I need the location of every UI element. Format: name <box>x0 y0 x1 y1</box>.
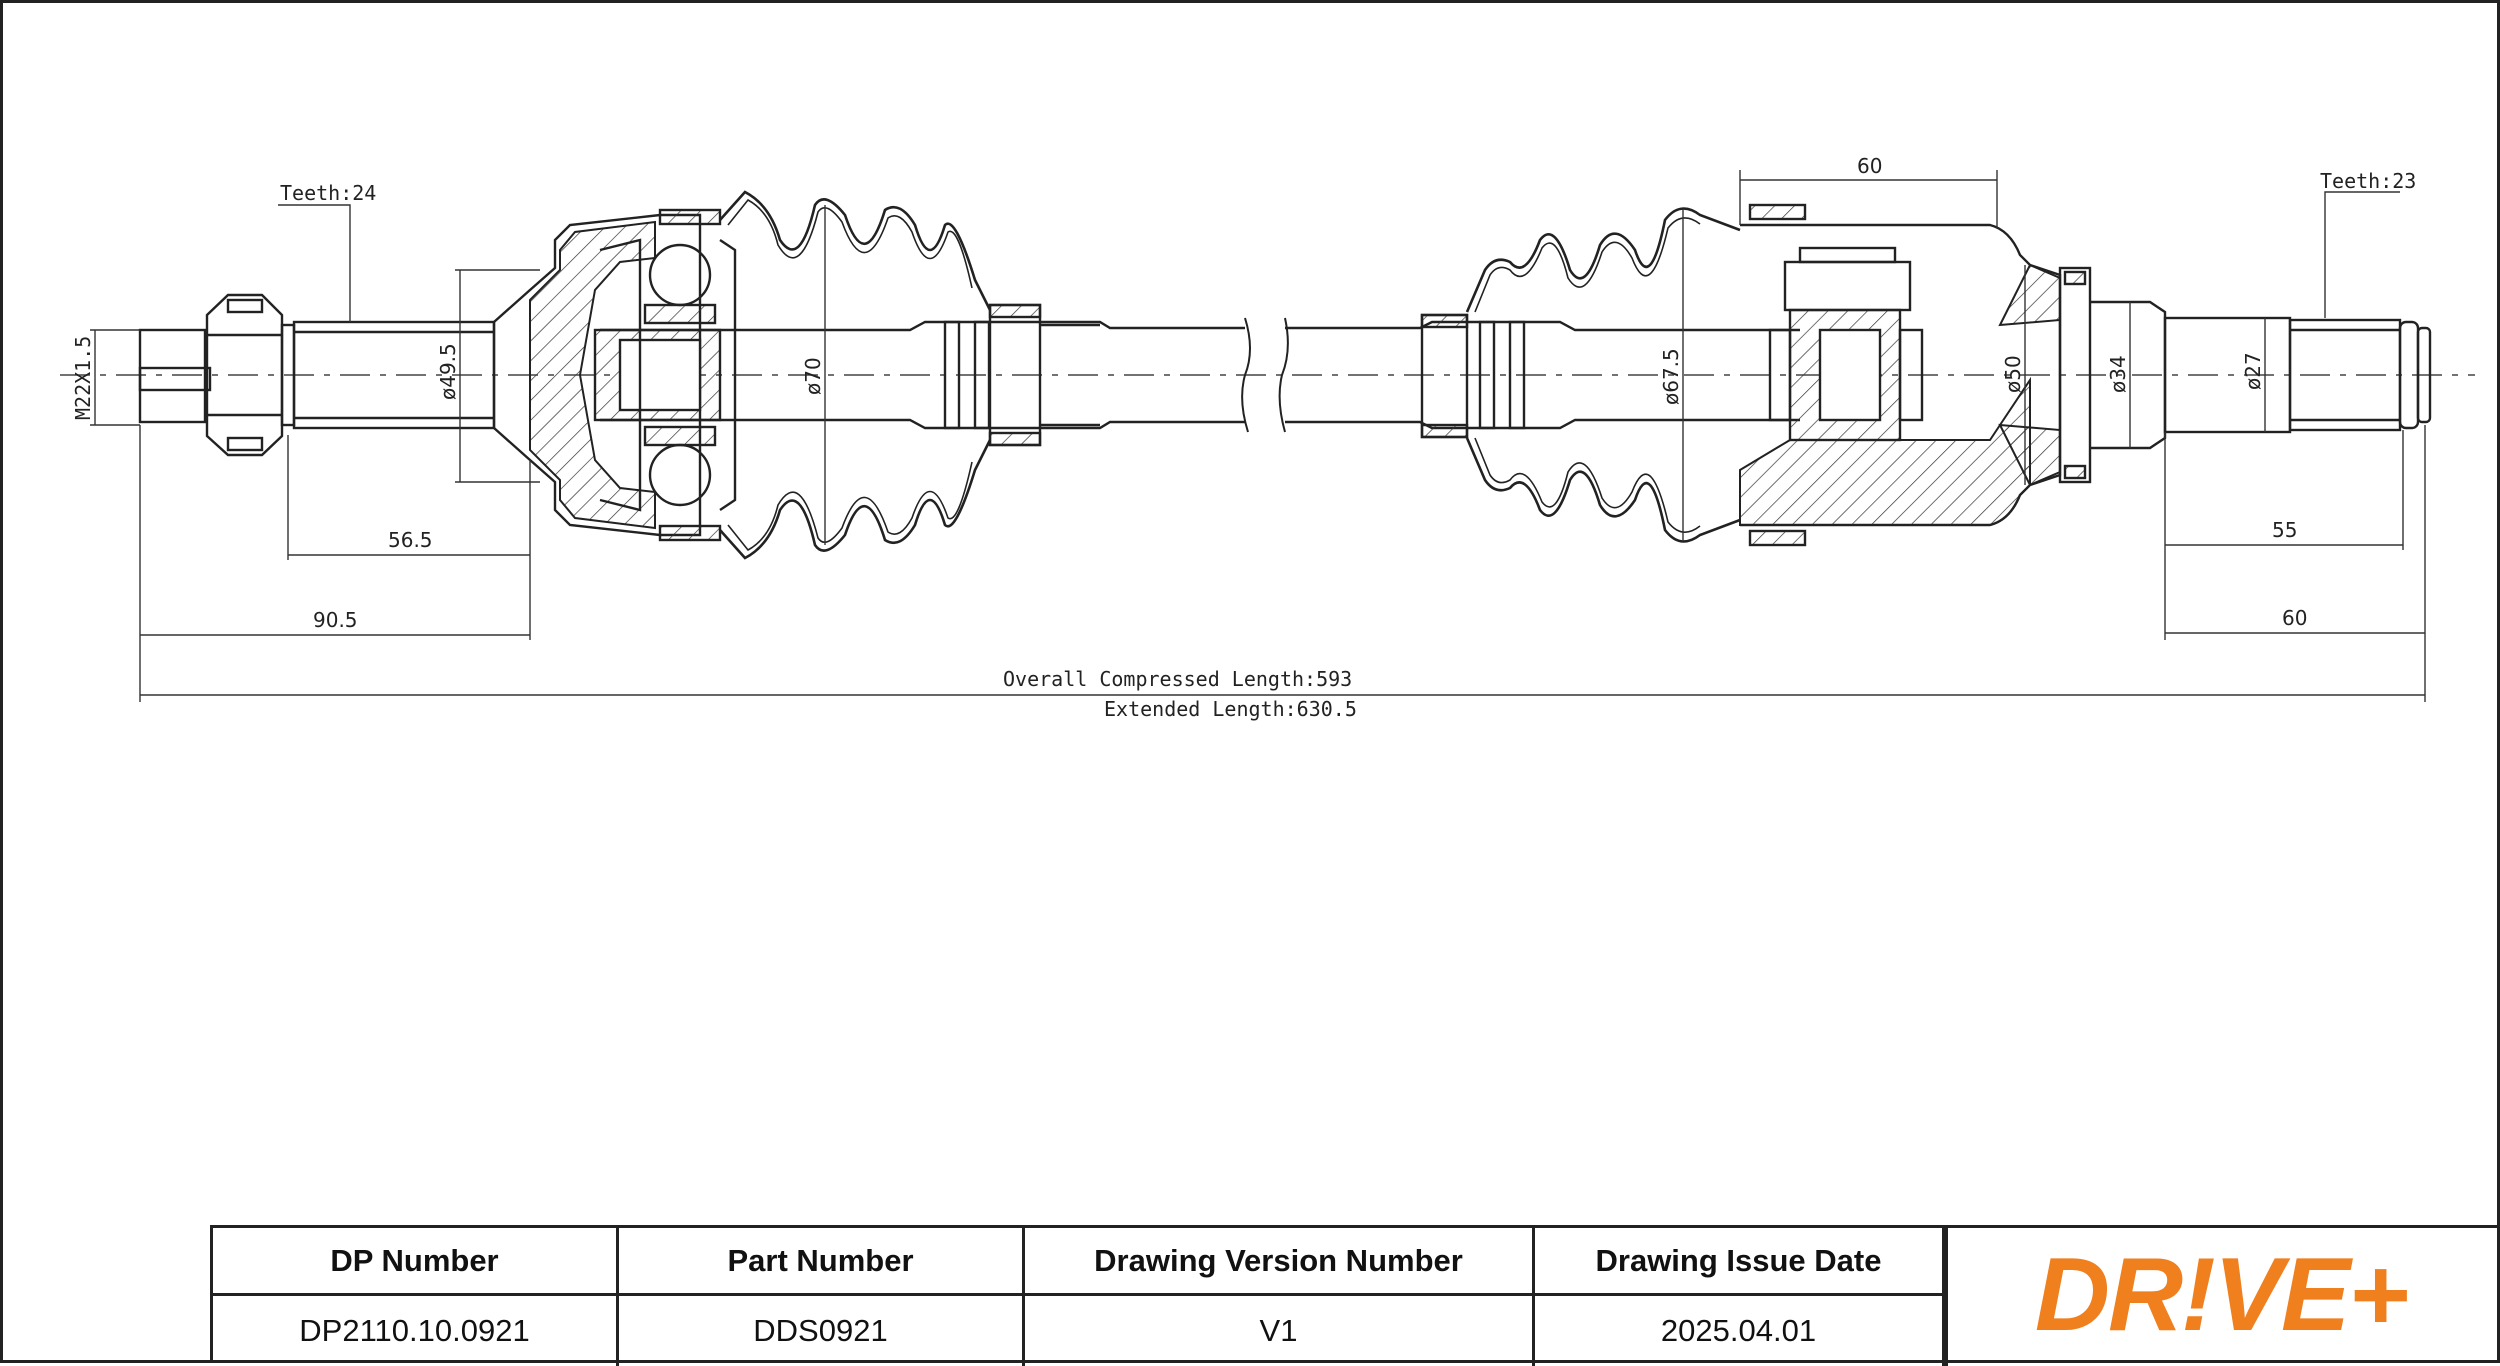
left-shaft <box>600 303 1245 447</box>
right-housing-hatch-top <box>1998 263 2061 327</box>
header-drawing-version: Drawing Version Number <box>1025 1228 1535 1296</box>
left-joint-internals <box>593 208 737 542</box>
title-block: DP Number Part Number Drawing Version Nu… <box>210 1225 2500 1366</box>
value-drawing-version: V1 <box>1025 1296 1535 1366</box>
right-shaft <box>1285 313 1800 439</box>
drive-logo-text: DR!VE+ <box>2034 1242 2407 1352</box>
overall-length-label: Overall Compressed Length:593 <box>1003 667 1352 691</box>
value-dp-number: DP2110.10.0921 <box>213 1296 619 1366</box>
title-divider <box>1945 1228 1948 1366</box>
right-boot-inner <box>1474 217 1701 533</box>
drive-logo: DR!VE+ <box>1953 1228 2498 1366</box>
left-boot <box>719 190 992 560</box>
dia-50-label: ø50 <box>2001 355 2025 393</box>
dia-49-5-label: ø49.5 <box>436 343 460 400</box>
dia-27-label: ø27 <box>2241 352 2265 390</box>
teeth-left-label: Teeth:24 <box>280 181 376 205</box>
dia-34-label: ø34 <box>2106 355 2130 393</box>
thread-label: M22X1.5 <box>71 336 95 420</box>
dimension-lines <box>90 170 2426 702</box>
length-90-5-label: 90.5 <box>313 608 358 632</box>
value-issue-date: 2025.04.01 <box>1535 1296 1945 1366</box>
dia-70-label: ø70 <box>801 357 825 395</box>
left-bell-hatch <box>529 220 656 530</box>
length-60-right-label: 60 <box>2282 606 2307 630</box>
dia-67-5-label: ø67.5 <box>1659 348 1683 405</box>
right-stub <box>2058 266 2432 484</box>
value-part-number: DDS0921 <box>619 1296 1025 1366</box>
length-60-top-label: 60 <box>1857 154 1882 178</box>
length-56-5-label: 56.5 <box>388 528 433 552</box>
drive-shaft-drawing: Teeth:24 Teeth:23 M22X1.5 ø49.5 ø70 ø67.… <box>60 154 2475 721</box>
header-part-number: Part Number <box>619 1228 1025 1296</box>
right-boot <box>1465 207 1741 543</box>
drive-logo-mark: DR!VE+ <box>2034 1242 2409 1352</box>
header-dp-number: DP Number <box>213 1228 619 1296</box>
left-boot-inner <box>727 198 973 552</box>
teeth-right-label: Teeth:23 <box>2320 169 2416 193</box>
shaft-break <box>1241 317 1289 433</box>
header-issue-date: Drawing Issue Date <box>1535 1228 1945 1296</box>
length-55-label: 55 <box>2272 518 2297 542</box>
extended-length-label: Extended Length:630.5 <box>1104 697 1357 721</box>
